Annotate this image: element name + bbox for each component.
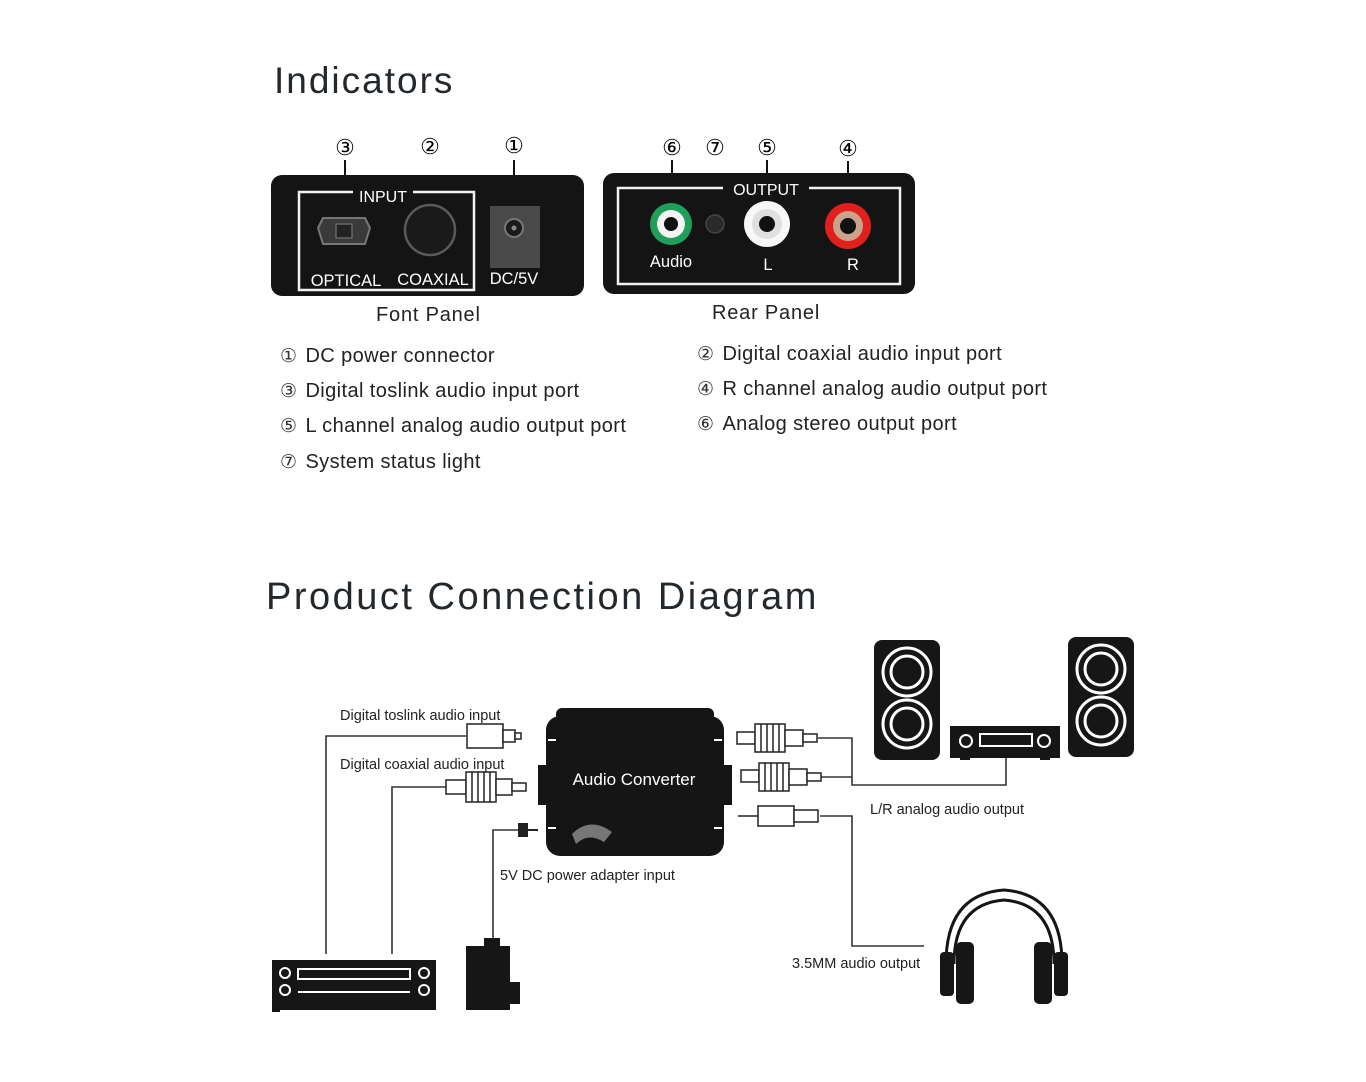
toslink-label: Digital toslink audio input [340, 708, 500, 724]
output-group-label: OUTPUT [733, 182, 799, 199]
audio-converter-device: Audio Converter [538, 708, 732, 856]
power-input-label: 5V DC power adapter input [500, 868, 675, 884]
coaxial-input-label: Digital coaxial audio input [340, 757, 504, 773]
audio-port-icon [650, 203, 692, 245]
toslink-plug-icon [466, 723, 522, 749]
rca-plug-icon [736, 723, 818, 753]
rca-plug-icon [740, 762, 822, 792]
dc-label: DC/5V [490, 270, 539, 288]
headphones-icon [940, 888, 1068, 1004]
speaker-icon [1068, 637, 1134, 757]
callout-coaxial: ② [420, 134, 440, 159]
right-label: R [847, 256, 859, 274]
coaxial-label: COAXIAL [397, 271, 469, 289]
callout-dc: ① [504, 133, 524, 158]
headphone-output-label: 3.5MM audio output [792, 956, 920, 972]
device-label: Audio Converter [573, 770, 696, 789]
left-label: L [763, 256, 772, 274]
connection-diagram: Audio Converter [272, 637, 1134, 1012]
rear-panel-figure: ⑥ ⑦ ⑤ ④ OUTPUT Audio L R [603, 135, 915, 294]
front-panel-figure: ③ ② ① INPUT OPTICAL COAXIAL DC/5V [271, 133, 584, 296]
callout-left: ⑤ [757, 135, 777, 160]
indicators-heading: Indicators [274, 60, 455, 101]
front-panel-caption: Font Panel [376, 304, 481, 326]
optical-port-icon [316, 217, 372, 245]
status-light-icon [705, 214, 725, 234]
coaxial-port-icon [403, 203, 457, 257]
amplifier-icon [950, 726, 1060, 760]
rear-panel-caption: Rear Panel [712, 302, 821, 324]
power-adapter-icon [466, 938, 520, 1010]
input-group-label: INPUT [359, 189, 407, 206]
right-channel-port-icon [825, 203, 871, 249]
dc-port-icon [490, 206, 540, 268]
optical-label: OPTICAL [311, 272, 382, 290]
speaker-icon [874, 640, 940, 760]
callout-status: ⑦ [705, 135, 725, 160]
left-channel-port-icon [744, 201, 790, 247]
coaxial-plug-icon [445, 771, 527, 803]
power-plug-icon [518, 823, 538, 837]
connection-heading: Product Connection Diagram [266, 576, 819, 618]
callout-right: ④ [838, 136, 858, 161]
callout-optical: ③ [335, 135, 355, 160]
jack-plug-icon [738, 805, 819, 827]
callout-audio: ⑥ [662, 135, 682, 160]
dvd-player-icon [272, 960, 436, 1012]
audio-label: Audio [650, 253, 692, 271]
lr-output-label: L/R analog audio output [870, 802, 1024, 818]
